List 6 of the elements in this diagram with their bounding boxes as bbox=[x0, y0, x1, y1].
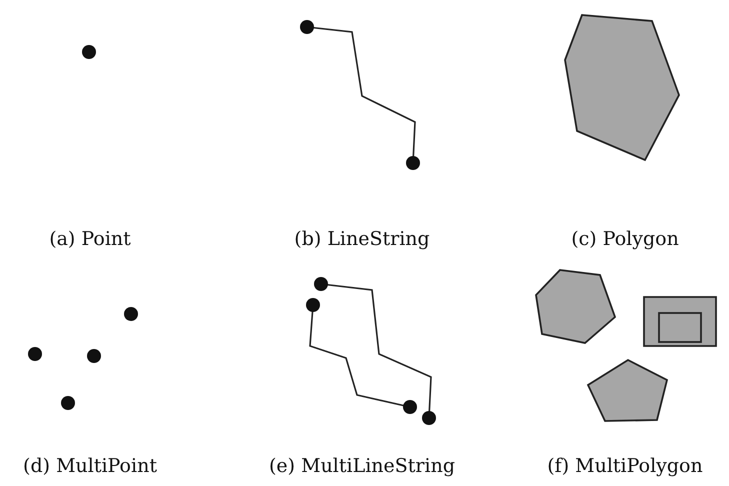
caption: (e) MultiLineString bbox=[269, 455, 455, 477]
caption: (f) MultiPolygon bbox=[547, 455, 703, 477]
caption: (b) LineString bbox=[294, 228, 430, 250]
caption: (a) Point bbox=[49, 228, 131, 250]
caption: (d) MultiPoint bbox=[23, 455, 157, 477]
caption: (c) Polygon bbox=[571, 228, 679, 250]
